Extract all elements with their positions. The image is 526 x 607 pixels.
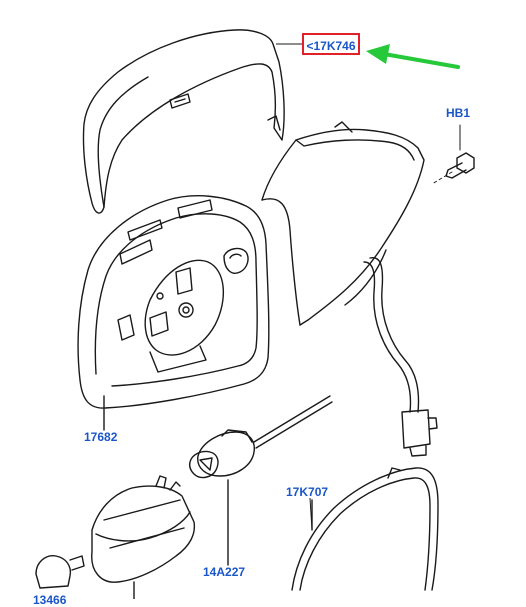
bulb-socket-drawing[interactable] <box>188 395 333 566</box>
bolt-drawing[interactable] <box>431 124 475 185</box>
part-label-hb1[interactable]: HB1 <box>446 106 471 120</box>
wire-harness-drawing <box>363 257 438 457</box>
pointer-arrow <box>366 44 460 69</box>
mirror-base-drawing <box>261 121 425 326</box>
mirror-housing-drawing[interactable] <box>77 195 270 431</box>
mirror-glass-drawing[interactable] <box>291 467 439 591</box>
part-label-17k746[interactable]: <17K746 <box>302 33 360 55</box>
mirror-cover-drawing[interactable] <box>82 29 285 214</box>
part-label-17682[interactable]: 17682 <box>84 430 118 444</box>
part-label-14a227[interactable]: 14A227 <box>203 565 246 579</box>
bulb-drawing[interactable] <box>35 555 85 589</box>
part-label-13466[interactable]: 13466 <box>33 593 67 607</box>
leader-lines <box>276 43 313 531</box>
lamp-housing-drawing <box>91 475 196 599</box>
part-label-17k707[interactable]: 17K707 <box>286 485 329 499</box>
